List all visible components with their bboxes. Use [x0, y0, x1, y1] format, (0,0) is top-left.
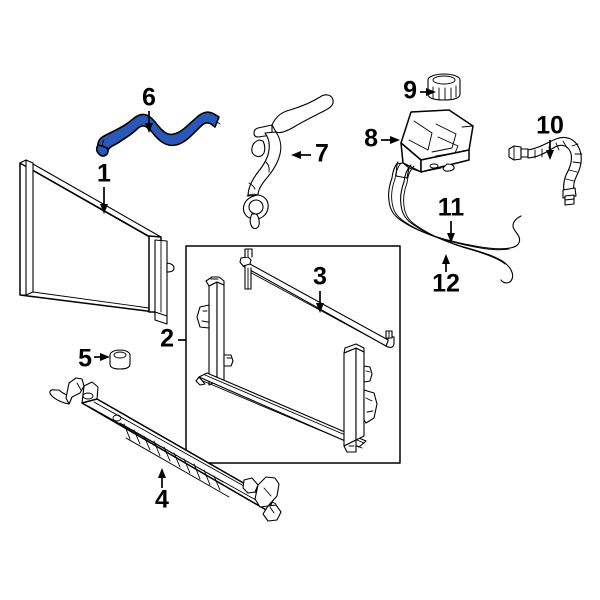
callout-5-number: 5 — [78, 345, 92, 373]
callout-2-number: 2 — [160, 325, 174, 353]
callout-4-number: 4 — [155, 486, 169, 514]
callout-1-number: 1 — [97, 160, 111, 188]
callout-8[interactable]: 8 — [364, 125, 400, 153]
part-radiator-support-structure[interactable] — [195, 248, 395, 453]
oil-cooler-line-12 — [400, 181, 514, 284]
callout-3-number: 3 — [313, 263, 327, 291]
part-lower-radiator-hose[interactable] — [242, 94, 334, 230]
callout-10-number: 10 — [536, 112, 564, 140]
hose-6-body — [97, 111, 220, 155]
callout-9[interactable]: 9 — [403, 77, 436, 105]
part-coolant-reservoir-tank[interactable] — [395, 109, 474, 179]
callout-2[interactable]: 2 — [160, 325, 186, 353]
part-lower-radiator-support-bracket[interactable] — [49, 377, 282, 522]
part-upper-radiator-hose-highlighted[interactable] — [95, 111, 221, 157]
callout-1-arrowhead — [100, 204, 108, 214]
callout-11-arrowhead — [447, 233, 455, 243]
callout-5[interactable]: 5 — [78, 345, 110, 373]
callout-8-number: 8 — [364, 125, 378, 153]
callout-4[interactable]: 4 — [155, 468, 169, 514]
callout-11[interactable]: 11 — [438, 194, 465, 243]
callout-8-arrowhead — [390, 136, 400, 144]
part-oil-cooler-lines[interactable] — [388, 161, 522, 284]
callout-6-number: 6 — [142, 84, 156, 112]
callout-7-number: 7 — [315, 140, 329, 168]
oil-cooler-line-11 — [388, 177, 522, 250]
callout-4-arrowhead — [158, 468, 166, 478]
callout-12[interactable]: 12 — [432, 254, 460, 298]
callout-12-arrowhead — [442, 254, 450, 264]
callout-3[interactable]: 3 — [313, 263, 327, 313]
part-coolant-overflow-hose[interactable] — [508, 136, 583, 206]
part-reservoir-cap[interactable] — [427, 73, 461, 101]
callout-3-arrowhead — [316, 303, 324, 313]
callout-1[interactable]: 1 — [97, 160, 111, 214]
part-radiator-support-assembly-box[interactable] — [185, 245, 401, 464]
part-radiator-mount-insulator[interactable] — [109, 349, 131, 370]
callout-11-number: 11 — [438, 194, 465, 222]
callout-10[interactable]: 10 — [536, 112, 564, 160]
callout-10-arrowhead — [546, 150, 554, 160]
part-radiator[interactable] — [19, 159, 175, 325]
callout-7-arrowhead — [291, 151, 301, 159]
callout-9-arrowhead — [426, 88, 436, 96]
callout-12-number: 12 — [432, 270, 460, 298]
callout-6[interactable]: 6 — [142, 84, 156, 133]
callout-7[interactable]: 7 — [291, 140, 329, 168]
callout-9-number: 9 — [403, 77, 417, 105]
callout-6-arrowhead — [145, 123, 153, 133]
callout-5-arrowhead — [100, 353, 110, 361]
